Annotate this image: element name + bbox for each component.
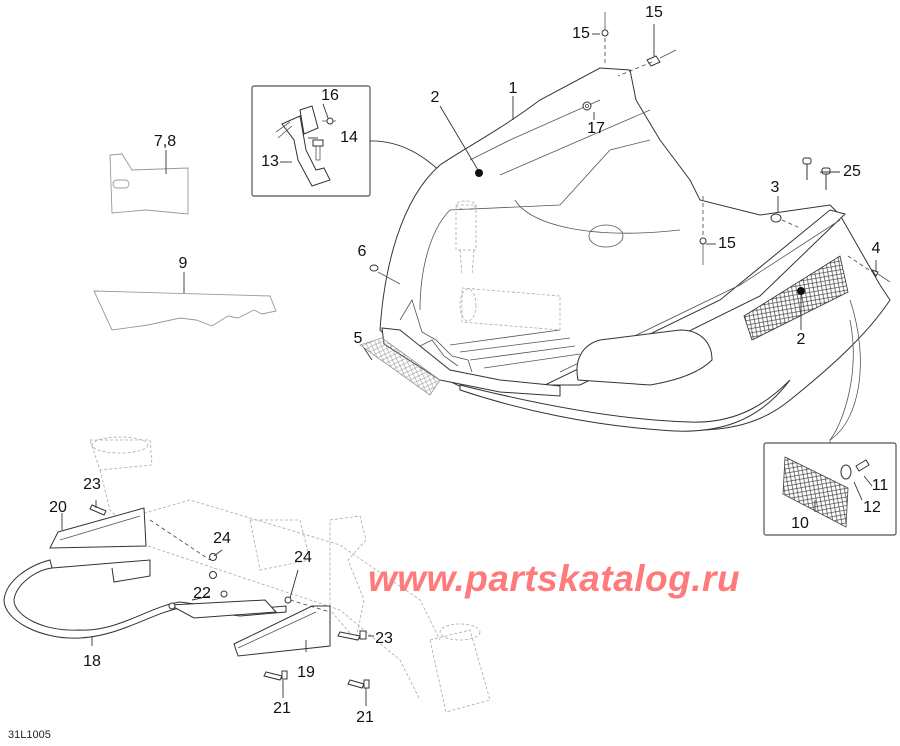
callout-5[interactable]: 5 [353, 330, 363, 347]
callout-15-top-right[interactable]: 15 [645, 4, 663, 21]
callout-24-left[interactable]: 24 [213, 530, 231, 547]
watermark-text: www.partskatalog.ru [368, 558, 741, 599]
callout-14[interactable]: 14 [340, 129, 358, 146]
detail-box-grille [763, 442, 897, 536]
callout-11[interactable]: 11 [871, 477, 889, 494]
callout-22[interactable]: 22 [193, 585, 211, 602]
callout-19[interactable]: 19 [297, 664, 315, 681]
figure-id: 31L1005 [8, 729, 51, 741]
callout-21-left[interactable]: 21 [273, 700, 291, 717]
callout-15-top[interactable]: 15 [572, 25, 590, 42]
callout-17[interactable]: 17 [587, 120, 605, 137]
callout-12[interactable]: 12 [863, 499, 881, 516]
callout-24-right[interactable]: 24 [294, 549, 312, 566]
callout-4[interactable]: 4 [871, 240, 881, 257]
callout-1[interactable]: 1 [508, 80, 518, 97]
callout-2-left[interactable]: 2 [430, 89, 440, 106]
detail-box-bracket [251, 85, 476, 224]
callout-3[interactable]: 3 [770, 179, 780, 196]
callout-13[interactable]: 13 [261, 153, 279, 170]
bottom-pan-body [359, 67, 891, 445]
callout-16[interactable]: 16 [321, 87, 339, 104]
leader-lines [61, 24, 877, 706]
callout-6[interactable]: 6 [357, 243, 367, 260]
callout-23-left[interactable]: 23 [83, 476, 101, 493]
hardware-lower [89, 504, 370, 689]
protector-strip [93, 272, 277, 331]
callout-2-right[interactable]: 2 [796, 331, 806, 348]
callout-21-right[interactable]: 21 [356, 709, 374, 726]
callout-10[interactable]: 10 [791, 515, 809, 532]
callout-7-8[interactable]: 7,8 [153, 133, 177, 150]
bracket-left [49, 507, 211, 561]
callout-15-mid[interactable]: 15 [718, 235, 736, 252]
callout-20[interactable]: 20 [49, 499, 67, 516]
callout-25[interactable]: 25 [843, 163, 861, 180]
protector-plate [109, 150, 189, 215]
callout-23-right[interactable]: 23 [375, 630, 393, 647]
hardware-top [369, 12, 891, 441]
callout-18[interactable]: 18 [83, 653, 101, 670]
callout-9[interactable]: 9 [178, 255, 188, 272]
bumper-tube [3, 559, 287, 639]
